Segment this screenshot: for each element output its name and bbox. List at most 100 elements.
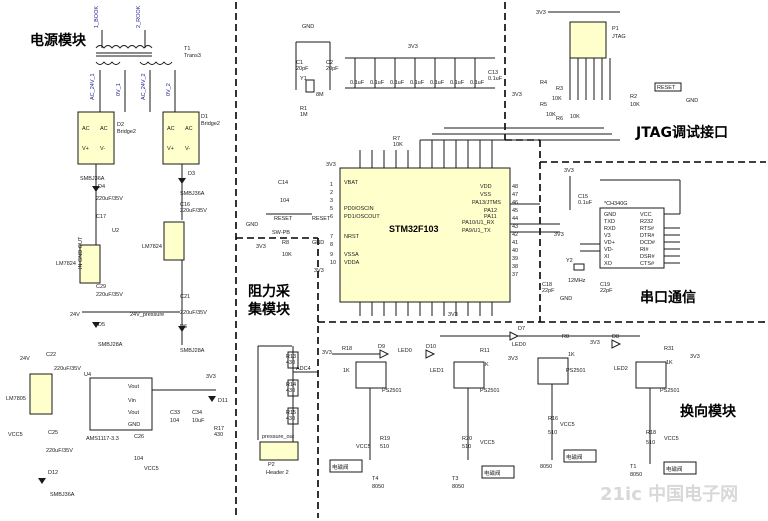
resistance-section-title-line2: 集模块 xyxy=(247,301,291,318)
net-3v3-ch3: 3V3 xyxy=(590,340,600,346)
svg-text:0.1uF: 0.1uF xyxy=(390,80,405,86)
mcu-area: STM32F103 VBAT PD0/OSCIN PD1/OSCOUT NRST… xyxy=(246,24,560,318)
c29-value: 220uF/35V xyxy=(96,292,123,298)
opto-ch2-part: PS2501 xyxy=(480,388,500,394)
svg-text:48: 48 xyxy=(512,184,518,190)
svg-text:U2: U2 xyxy=(112,228,119,234)
svg-text:C2: C2 xyxy=(326,60,333,66)
optocoupler-ch2 xyxy=(453,361,485,389)
net-3v3-ch4: 3V3 xyxy=(690,354,700,360)
mcu-pin-pa9: PA9/U1_TX xyxy=(462,228,491,234)
svg-text:Y1: Y1 xyxy=(300,76,307,82)
resistance-section-title-line1: 阻力采 xyxy=(248,283,291,300)
r2-value: 10K xyxy=(630,102,640,108)
r18-value: 1K xyxy=(343,368,350,374)
ch340-pin-ri: RI# xyxy=(640,247,650,253)
c26-value: 104 xyxy=(134,456,143,462)
svg-text:R11: R11 xyxy=(480,348,490,354)
svg-text:C14: C14 xyxy=(278,180,288,186)
bridge-d2-ref: D2 xyxy=(117,122,124,128)
net-vcc5-bottom: VCC5 xyxy=(144,466,159,472)
section-borders xyxy=(235,2,766,518)
svg-text:0.1uF: 0.1uF xyxy=(350,80,365,86)
u4-ref: U4 xyxy=(84,372,91,378)
svg-text:P1: P1 xyxy=(612,26,619,32)
jtag-header-label: JTAG xyxy=(612,34,626,40)
svg-text:R4: R4 xyxy=(540,80,547,86)
net-24v-pressure: 24V_pressure xyxy=(130,312,164,318)
svg-text:C29: C29 xyxy=(96,284,106,290)
solenoid-ch4-label: 电磁阀 xyxy=(666,465,683,473)
svg-text:0V_2: 0V_2 xyxy=(166,83,172,96)
r15-value: 430 xyxy=(286,416,295,422)
reversing-section-title: 换向模块 xyxy=(680,403,737,420)
jtag-header xyxy=(569,21,607,59)
crystal-y1 xyxy=(305,79,315,93)
bridge-d1-name: Bridge2 xyxy=(201,121,220,127)
svg-text:2: 2 xyxy=(330,190,333,196)
watermark: 21ic 中国电子网 xyxy=(600,483,738,505)
svg-text:R13: R13 xyxy=(286,354,296,360)
svg-text:37: 37 xyxy=(512,272,518,278)
mcu-pin-pa12: PA12 xyxy=(484,208,497,214)
svg-text:R31: R31 xyxy=(664,346,674,352)
ch340-pin-gnd: GND xyxy=(604,212,616,218)
svg-text:AC: AC xyxy=(185,126,193,132)
r1-value: 1M xyxy=(300,112,308,118)
svg-text:1: 1 xyxy=(330,182,333,188)
optocoupler-ch4 xyxy=(635,361,667,389)
c33-value: 104 xyxy=(170,418,179,424)
svg-text:C22: C22 xyxy=(46,352,56,358)
net-adc4: ADC4 xyxy=(296,366,311,372)
svg-text:0.1uF: 0.1uF xyxy=(430,80,445,86)
mcu-pin-vssa: VSSA xyxy=(344,252,359,258)
net-24v-lower: 24V xyxy=(20,356,30,362)
svg-text:C34: C34 xyxy=(192,410,202,416)
r13-value: 430 xyxy=(286,360,295,366)
solenoid-ch2 xyxy=(481,465,515,479)
solenoid-ch3-label: 电磁阀 xyxy=(566,453,583,461)
ch340-pin-vcc: VCC xyxy=(640,212,652,218)
ch340-pin-rxd: RXD xyxy=(604,226,616,232)
svg-text:R6: R6 xyxy=(556,116,563,122)
svg-text:D8: D8 xyxy=(612,334,619,340)
net-3v3-ch2: 3V3 xyxy=(508,356,518,362)
d3-part: SMBJ36A xyxy=(180,191,205,197)
jtag-reset-label xyxy=(654,82,682,92)
net-24v-left: 24V xyxy=(70,312,80,318)
svg-text:AC: AC xyxy=(100,126,108,132)
svg-text:7: 7 xyxy=(330,234,333,240)
svg-text:R20: R20 xyxy=(462,436,472,442)
bridge-d1 xyxy=(162,111,200,165)
d5-part: SMBJ28A xyxy=(98,342,123,348)
r31-value: 1K xyxy=(666,360,673,366)
mcu-name: STM32F103 xyxy=(389,224,439,234)
mcu-pin-vss: VSS xyxy=(480,192,491,198)
ch340-pin-r232: R232 xyxy=(640,219,653,225)
c1-value: 20pF xyxy=(296,66,309,72)
svg-text:5: 5 xyxy=(330,206,333,212)
t1-ref: T1 xyxy=(184,46,190,52)
svg-text:6: 6 xyxy=(330,214,333,220)
resistance-module: R13 430 R14 430 R15 430 ADC4 pressure_ou… xyxy=(257,345,318,476)
svg-text:GND: GND xyxy=(128,422,140,428)
net-3v3-vbat: 3V3 xyxy=(326,162,336,168)
svg-text:1_BOOK: 1_BOOK xyxy=(94,6,100,28)
c14-value: 104 xyxy=(280,198,289,204)
mcu-stm32 xyxy=(339,167,511,303)
svg-text:8: 8 xyxy=(330,242,333,248)
ac-24v-1-label: AC_24V_1 xyxy=(90,73,96,100)
ch340-pin-txd: TXD xyxy=(604,219,615,225)
d12-part: SMBJ36A xyxy=(50,492,75,498)
ch340-pin-rts: RTS# xyxy=(640,226,655,232)
svg-text:C1: C1 xyxy=(296,60,303,66)
ch340-pin-vdm: VD- xyxy=(604,247,614,253)
svg-text:R8: R8 xyxy=(562,334,569,340)
svg-text:R7: R7 xyxy=(393,136,400,142)
led2-net-1: LED2 xyxy=(614,366,628,372)
svg-text:R15: R15 xyxy=(286,410,296,416)
svg-text:R14: R14 xyxy=(286,382,296,388)
r6-value: 10K xyxy=(570,114,580,120)
c17-value: 220uF/35V xyxy=(96,196,123,202)
c19-value: 22pF xyxy=(600,288,613,294)
